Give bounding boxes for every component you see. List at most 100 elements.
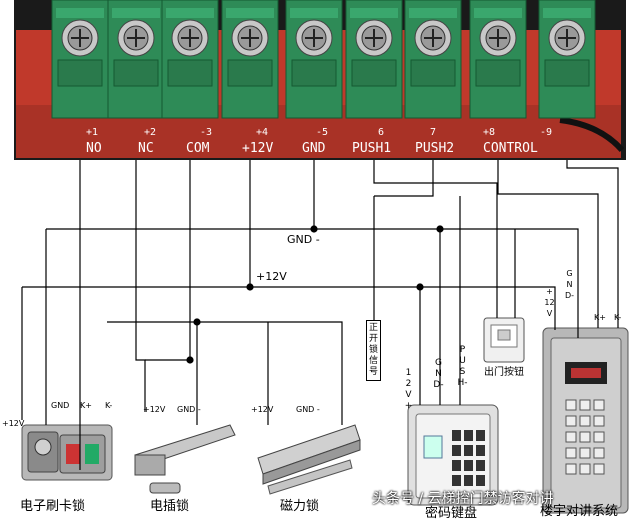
card-lock-kminus-label: K-: [105, 401, 113, 410]
intercom-key: [565, 431, 577, 443]
junction-dot: [310, 225, 318, 233]
junction-dot: [193, 318, 201, 326]
intercom-key: [579, 463, 591, 475]
intercom-key: [593, 399, 605, 411]
keypad-device: [407, 404, 499, 506]
card-lock-device: [21, 424, 113, 481]
terminal-number: 6: [378, 127, 385, 138]
terminal-label: NO: [86, 141, 102, 156]
bolt-lock-12v-label: +12V: [143, 405, 166, 414]
keypad-key: [464, 475, 473, 486]
screw-terminal-icon: [345, 0, 403, 119]
intercom-key: [565, 463, 577, 475]
intercom-key: [579, 415, 591, 427]
keypad-key: [464, 430, 473, 441]
v12-bus-label: +12V: [254, 270, 289, 283]
screw-terminal-icon: [285, 0, 343, 119]
magnetic-lock-device: [257, 424, 361, 495]
wire: [374, 160, 434, 197]
intercom-key: [593, 415, 605, 427]
terminal-label: GND: [302, 141, 326, 156]
terminal-label: +12V: [242, 141, 274, 156]
keypad-key: [476, 430, 485, 441]
terminal-number: +2: [144, 127, 157, 138]
junction-dot: [436, 225, 444, 233]
bolt-lock-device: [134, 424, 236, 494]
mag-lock-caption: 磁力锁: [280, 499, 320, 514]
exit-button-device: [483, 317, 525, 363]
terminal-number: +4: [256, 127, 269, 138]
keypad-key: [476, 460, 485, 471]
screw-terminal-icon: [469, 0, 527, 119]
terminal-label: PUSH1: [352, 141, 392, 156]
card-lock-caption: 电子刷卡锁: [20, 499, 86, 514]
keypad-push-label: PUSH-: [457, 345, 468, 388]
wire: [46, 228, 579, 338]
screw-terminal-icon: [107, 0, 165, 119]
gnd-bus-label: GND -: [285, 233, 322, 246]
terminal-label: COM: [186, 141, 210, 156]
keypad-key: [464, 460, 473, 471]
screw-terminal-icon: [161, 0, 219, 119]
terminal-number: 7: [430, 127, 437, 138]
keypad-key: [452, 445, 461, 456]
intercom-caption: 楼宇对讲系统: [540, 504, 619, 519]
intercom-key: [579, 431, 591, 443]
wire: [22, 286, 556, 330]
terminal-number: -9: [540, 127, 553, 138]
wire: [497, 160, 599, 328]
open-signal-label: 正开锁信号: [366, 320, 381, 381]
keypad-key: [452, 430, 461, 441]
terminal-label: PUSH2: [415, 141, 455, 156]
terminal-number: -3: [200, 127, 213, 138]
terminal-number: +1: [86, 127, 99, 138]
card-lock-gnd-label: GND: [51, 401, 70, 410]
terminal-number: -5: [316, 127, 329, 138]
keypad-key: [476, 475, 485, 486]
intercom-gnd-label: GND-: [564, 269, 575, 300]
wire: [135, 160, 146, 412]
wires: [21, 160, 619, 470]
junction-dot: [186, 356, 194, 364]
intercom-key: [593, 463, 605, 475]
intercom-key: [593, 447, 605, 459]
keypad-key: [464, 445, 473, 456]
keypad-key: [476, 445, 485, 456]
intercom-key: [593, 431, 605, 443]
wire: [373, 160, 498, 318]
junction-dot: [416, 283, 424, 291]
terminal-block: [51, 0, 596, 119]
screw-terminal-icon: [221, 0, 279, 119]
intercom-key: [565, 447, 577, 459]
watermark: 头条号 / 云梯控门禁访客对讲: [372, 491, 554, 507]
terminal-label: NC: [138, 141, 154, 156]
intercom-device: [542, 327, 629, 514]
bolt-lock-caption: 电插锁: [150, 499, 190, 514]
intercom-key: [565, 415, 577, 427]
intercom-kminus-label: K-: [614, 313, 622, 322]
terminal-number: +8: [483, 127, 496, 138]
mag-lock-gnd-label: GND -: [296, 405, 320, 414]
screw-terminal-icon: [538, 0, 596, 119]
intercom-key: [579, 399, 591, 411]
junction-dot: [246, 283, 254, 291]
keypad-12v-label: 12V+: [404, 368, 413, 411]
intercom-key: [579, 447, 591, 459]
exit-button-caption: 出门按钮: [484, 367, 524, 378]
card-lock-kplus-label: K+: [80, 401, 92, 410]
terminal-label: CONTROL: [483, 141, 538, 156]
wire: [566, 160, 619, 328]
bolt-lock-gnd-label: GND -: [177, 405, 201, 414]
keypad-key: [452, 460, 461, 471]
keypad-gnd-label: GND-: [433, 358, 444, 390]
screw-terminal-icon: [404, 0, 462, 119]
intercom-kplus-label: K+: [594, 313, 606, 322]
wire: [197, 321, 343, 425]
intercom-key: [565, 399, 577, 411]
card-lock-12v-label: +12V: [2, 419, 25, 428]
mag-lock-12v-label: +12V: [251, 405, 274, 414]
screw-terminal-icon: [51, 0, 109, 119]
keypad-caption: 密码键盘: [425, 506, 478, 521]
